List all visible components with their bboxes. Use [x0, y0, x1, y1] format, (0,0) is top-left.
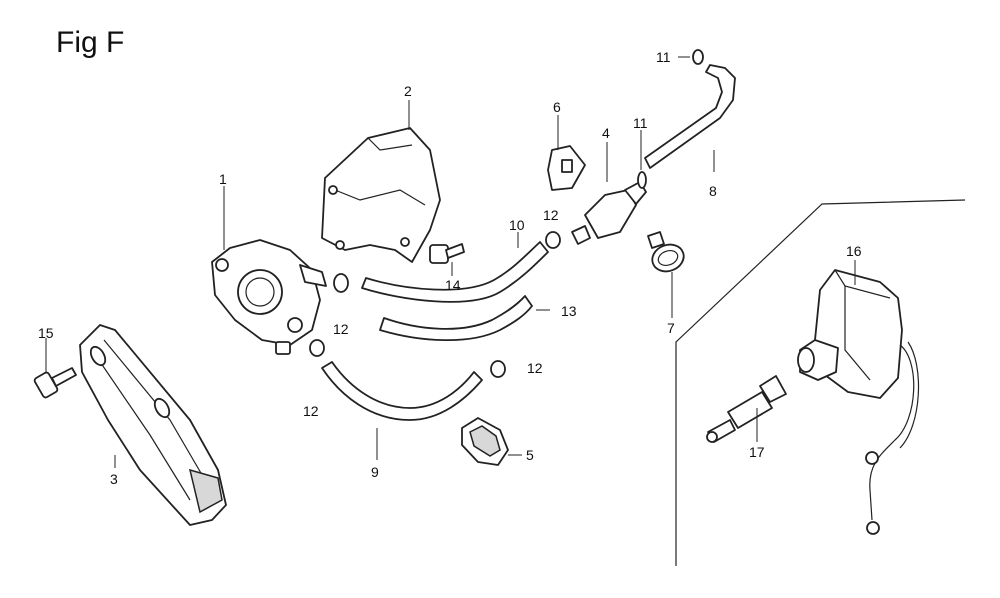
callout-7: 7 [667, 320, 675, 336]
callout-11-top: 11 [656, 49, 671, 65]
fig-title: Fig F [56, 26, 125, 59]
part-15-bolt [33, 367, 77, 399]
callout-11-mid: 11 [633, 115, 648, 131]
part-6-clip [547, 145, 586, 191]
part-13-hose [379, 295, 533, 342]
callout-3: 3 [110, 471, 118, 487]
callout-15: 15 [38, 325, 54, 341]
callout-14: 14 [445, 277, 461, 293]
callout-5: 5 [526, 447, 534, 463]
callout-8: 8 [709, 183, 717, 199]
callout-12-d: 12 [527, 360, 543, 376]
callout-6: 6 [553, 99, 561, 115]
part-1-fuel-pump [211, 239, 327, 355]
part-3-bracket [79, 324, 227, 526]
part-11-clips [637, 49, 704, 189]
callout-12-c: 12 [303, 403, 319, 419]
part-4-filter [571, 181, 647, 245]
callout-17: 17 [749, 444, 765, 460]
callout-1: 1 [219, 171, 227, 187]
part-14-bolt [429, 243, 465, 264]
callout-4: 4 [602, 125, 610, 141]
callout-13: 13 [561, 303, 577, 319]
leader-lines [45, 56, 856, 468]
callout-12-a: 12 [543, 207, 559, 223]
part-17-spark-plug [706, 375, 787, 443]
callout-12-b: 12 [333, 321, 349, 337]
part-7-clamp [647, 231, 685, 273]
part-5-grommet [461, 417, 509, 466]
part-10-hose [361, 241, 549, 303]
part-2-cover [321, 127, 441, 263]
callout-10: 10 [509, 217, 525, 233]
part-9-hose [321, 361, 483, 421]
callout-16: 16 [846, 243, 862, 259]
part-12-clamps [309, 231, 561, 378]
section-divider [675, 199, 966, 566]
part-16-ignition-coil [797, 269, 920, 535]
callout-9: 9 [371, 464, 379, 480]
part-8-hose [644, 64, 736, 169]
callout-2: 2 [404, 83, 412, 99]
